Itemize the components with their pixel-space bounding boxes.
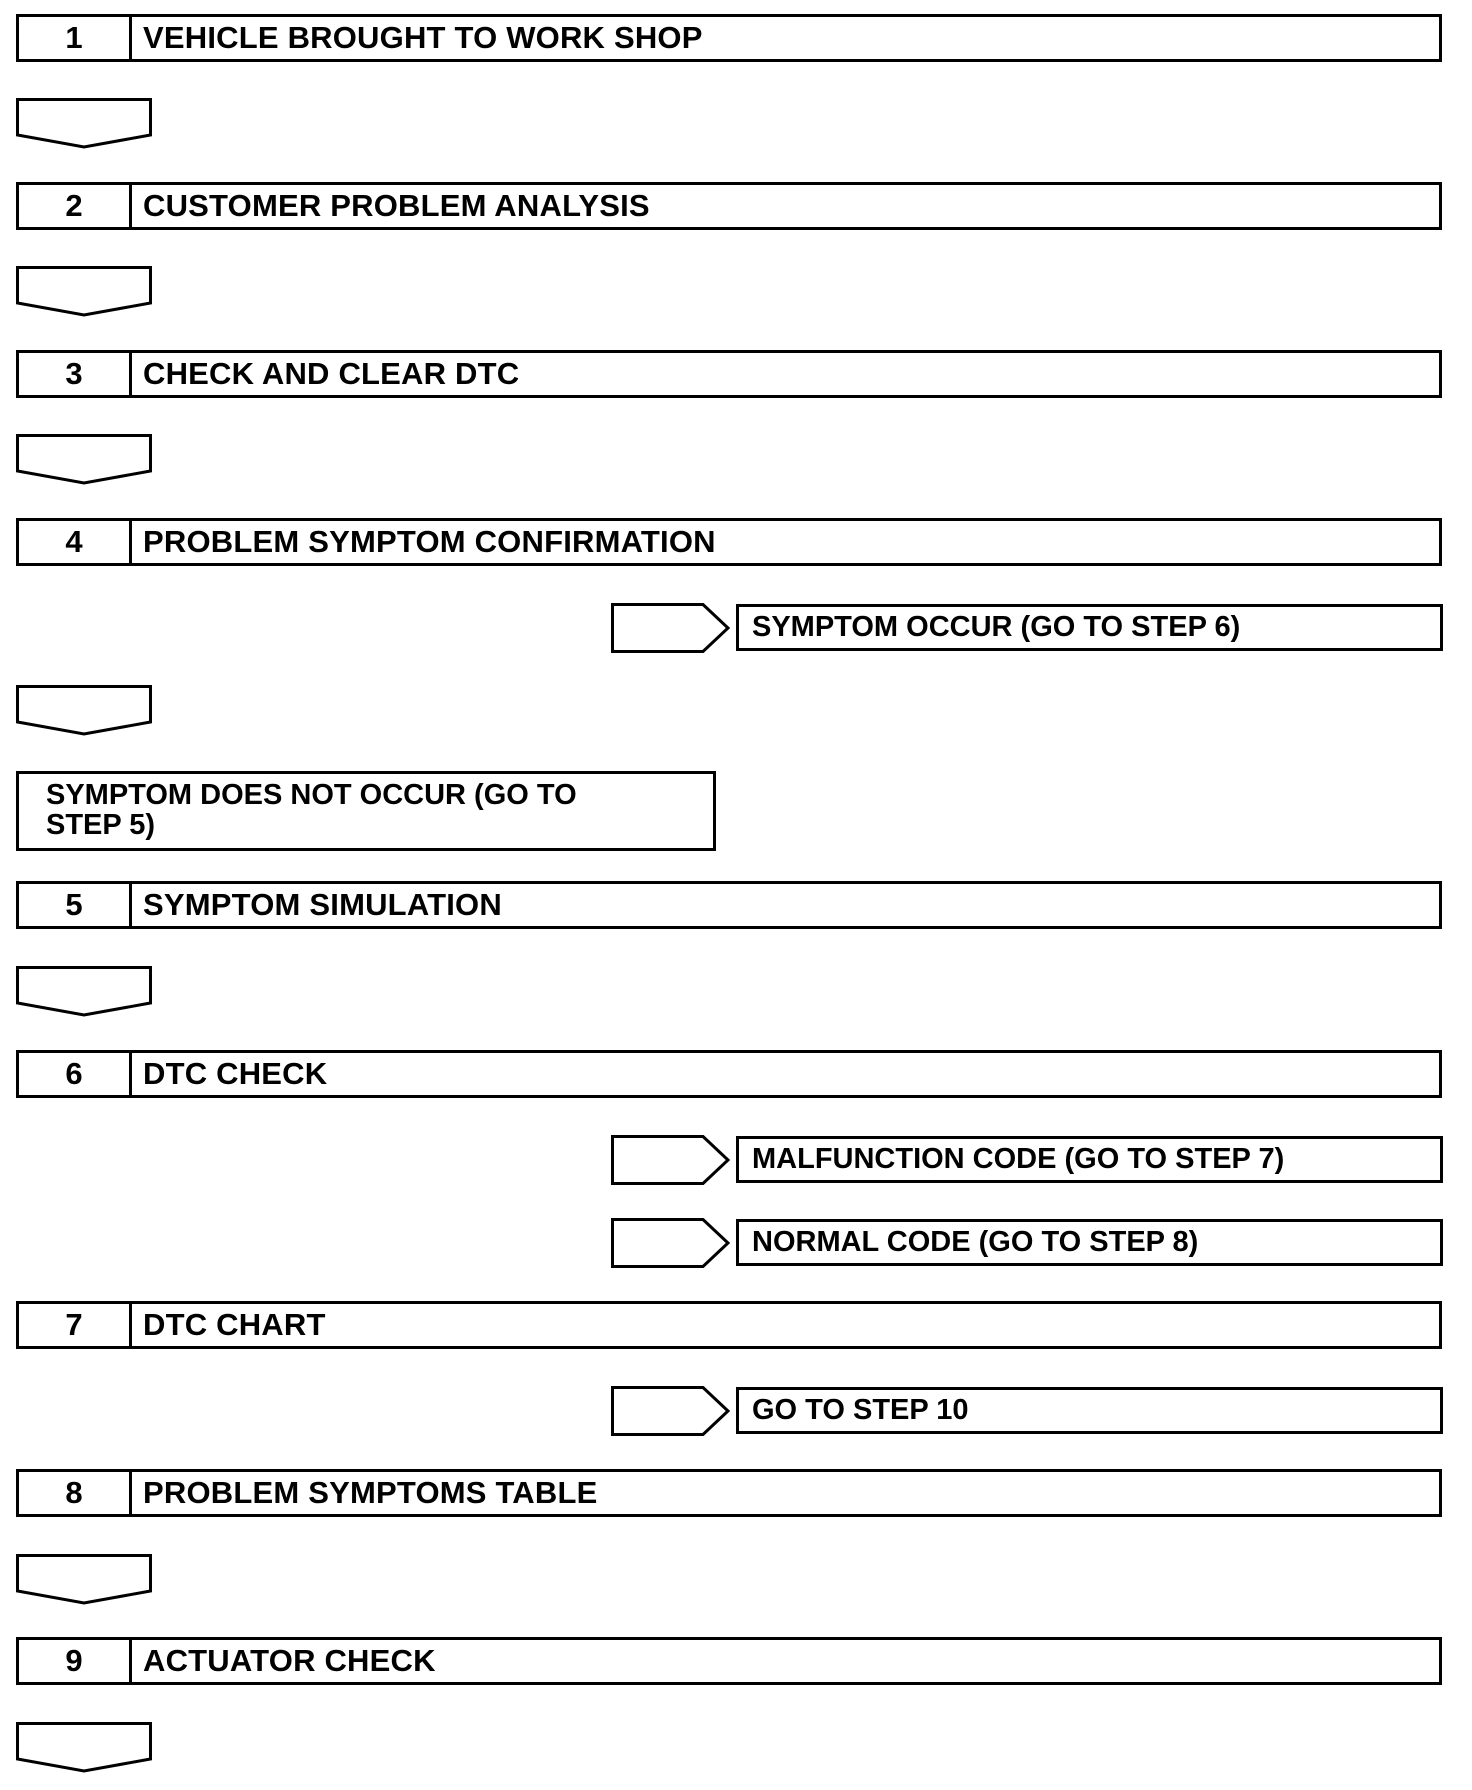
step-1-box: 1 VEHICLE BROUGHT TO WORK SHOP [16, 14, 1442, 62]
down-arrow-icon [16, 1554, 152, 1606]
down-arrow-icon [16, 98, 152, 150]
down-arrow-icon [16, 685, 152, 737]
down-arrow-icon [16, 1722, 152, 1774]
step-number: 3 [19, 353, 132, 395]
down-arrow-icon [16, 966, 152, 1018]
branch-malfunction-code: MALFUNCTION CODE (GO TO STEP 7) [736, 1136, 1443, 1183]
step-number: 7 [19, 1304, 132, 1346]
step-label: PROBLEM SYMPTOM CONFIRMATION [143, 524, 716, 559]
step-label: CHECK AND CLEAR DTC [143, 356, 520, 391]
branch-symptom-occur: SYMPTOM OCCUR (GO TO STEP 6) [736, 604, 1443, 651]
step-label: PROBLEM SYMPTOMS TABLE [143, 1475, 598, 1510]
right-arrow-icon [611, 603, 731, 653]
step-number: 5 [19, 884, 132, 926]
step-label: CUSTOMER PROBLEM ANALYSIS [143, 188, 650, 223]
note-line-1: SYMPTOM DOES NOT OCCUR (GO TO [46, 779, 577, 811]
step-number: 2 [19, 185, 132, 227]
step-5-box: 5 SYMPTOM SIMULATION [16, 881, 1442, 929]
step-2-box: 2 CUSTOMER PROBLEM ANALYSIS [16, 182, 1442, 230]
right-arrow-icon [611, 1135, 731, 1185]
branch-normal-code: NORMAL CODE (GO TO STEP 8) [736, 1219, 1443, 1266]
step-9-box: 9 ACTUATOR CHECK [16, 1637, 1442, 1685]
step-3-box: 3 CHECK AND CLEAR DTC [16, 350, 1442, 398]
step-label: SYMPTOM SIMULATION [143, 887, 502, 922]
step-7-box: 7 DTC CHART [16, 1301, 1442, 1349]
step-label: ACTUATOR CHECK [143, 1643, 436, 1678]
step-label: DTC CHART [143, 1307, 326, 1342]
step-number: 4 [19, 521, 132, 563]
symptom-does-not-occur-box: SYMPTOM DOES NOT OCCUR (GO TO STEP 5) [16, 771, 716, 851]
down-arrow-icon [16, 266, 152, 318]
step-label: VEHICLE BROUGHT TO WORK SHOP [143, 20, 703, 55]
right-arrow-icon [611, 1386, 731, 1436]
step-8-box: 8 PROBLEM SYMPTOMS TABLE [16, 1469, 1442, 1517]
step-6-box: 6 DTC CHECK [16, 1050, 1442, 1098]
step-number: 6 [19, 1053, 132, 1095]
step-number: 8 [19, 1472, 132, 1514]
step-4-box: 4 PROBLEM SYMPTOM CONFIRMATION [16, 518, 1442, 566]
step-number: 9 [19, 1640, 132, 1682]
note-line-2: STEP 5) [46, 809, 156, 841]
step-number: 1 [19, 17, 132, 59]
right-arrow-icon [611, 1218, 731, 1268]
down-arrow-icon [16, 434, 152, 486]
step-label: DTC CHECK [143, 1056, 328, 1091]
branch-go-to-step-10: GO TO STEP 10 [736, 1387, 1443, 1434]
